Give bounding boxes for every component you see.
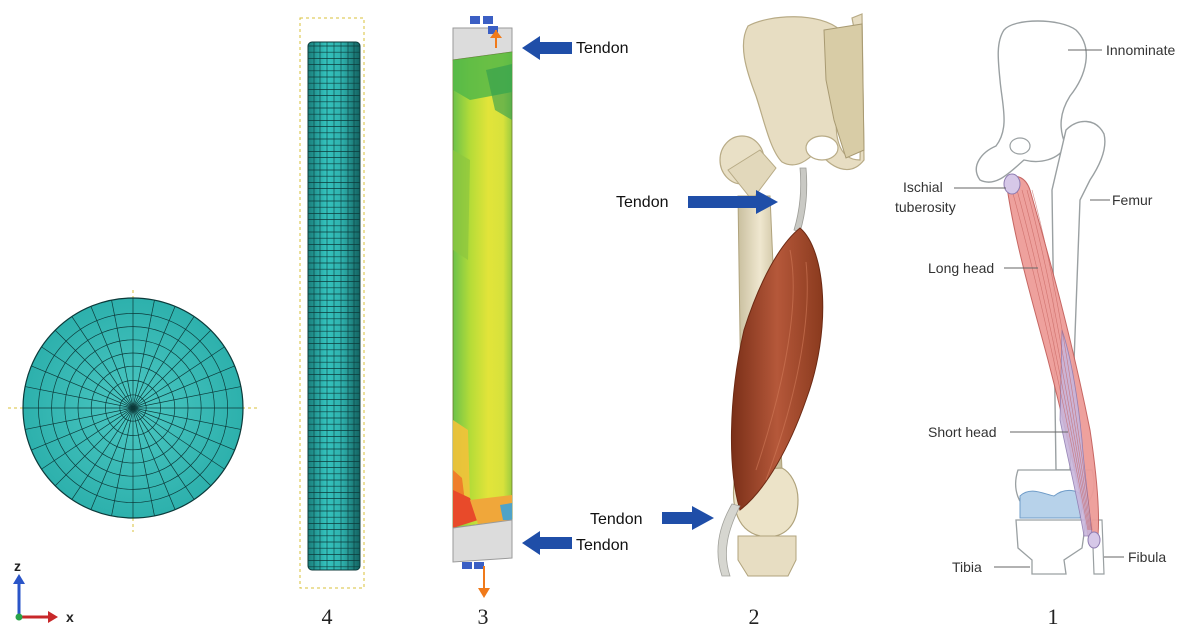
- cross-section-mesh: [8, 290, 258, 532]
- hamstring-line-drawing: Innominate Ischial tuberosity Femur Long…: [895, 21, 1175, 575]
- tendon-lower-label: Tendon: [590, 511, 643, 528]
- innominate-label: Innominate: [1106, 42, 1175, 58]
- tendon-bottom-label: Tendon: [576, 537, 629, 554]
- fibula-label: Fibula: [1128, 549, 1166, 565]
- tuberosity-label: tuberosity: [895, 199, 956, 215]
- tendon-top-arrow: [522, 36, 572, 60]
- panel-number-1: 1: [1048, 604, 1059, 628]
- tendon-upper-label: Tendon: [616, 194, 669, 211]
- femur-label: Femur: [1112, 192, 1153, 208]
- panel-number-4: 4: [322, 604, 333, 628]
- panel-number-2: 2: [749, 604, 760, 628]
- short-head-label: Short head: [928, 424, 997, 440]
- svg-text:x: x: [66, 609, 74, 625]
- thigh-anatomy-illustration: Tendon Tendon: [590, 14, 864, 576]
- ischial-label: Ischial: [903, 179, 943, 195]
- svg-text:z: z: [14, 558, 21, 574]
- long-head-label: Long head: [928, 260, 994, 276]
- tendon-top-label: Tendon: [576, 40, 629, 57]
- panel-number-3: 3: [478, 604, 489, 628]
- cylinder-mesh: [300, 18, 364, 588]
- coordinate-axes-icon: z x: [13, 558, 74, 625]
- load-arrow-icon: [462, 562, 490, 598]
- tendon-lower-arrow: [662, 506, 714, 530]
- tibia-label: Tibia: [952, 559, 982, 575]
- tendon-bottom-arrow: [522, 531, 572, 555]
